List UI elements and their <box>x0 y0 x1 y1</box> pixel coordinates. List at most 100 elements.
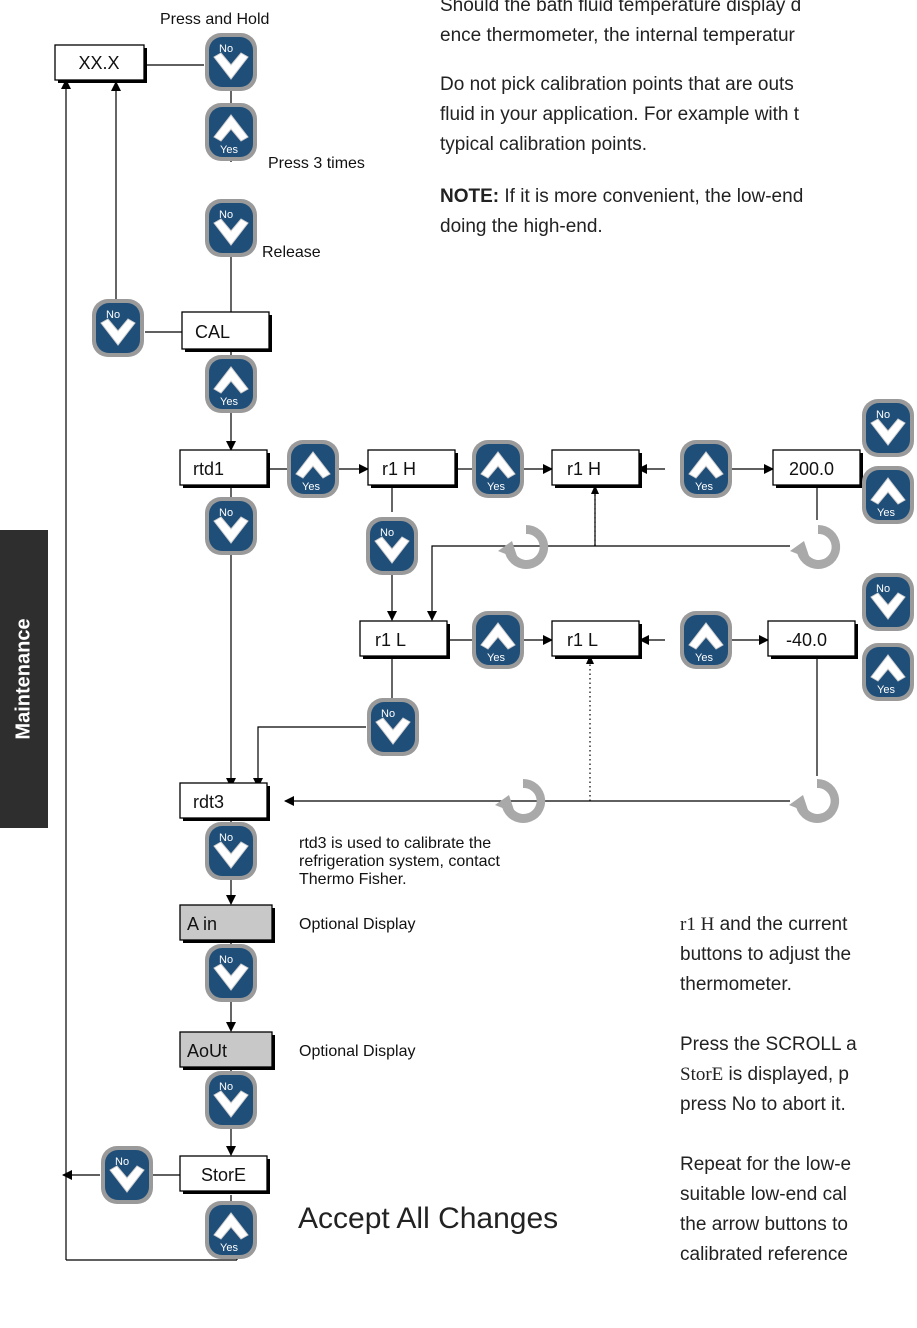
paragraph-2-line-2: fluid in your application. For example w… <box>440 104 800 125</box>
display-aout-label: AoUt <box>187 1041 227 1061</box>
no-button-label: No <box>876 409 890 421</box>
yes-button[interactable]: Yes <box>862 466 914 524</box>
no-button[interactable]: No <box>862 399 914 457</box>
no-button[interactable]: No <box>366 517 418 575</box>
chevron-down-icon <box>213 218 249 246</box>
note-line-2: doing the high-end. <box>440 216 603 237</box>
note-text-1: If it is more convenient, the low-end <box>499 186 804 207</box>
display-xxx: XX.X <box>54 44 147 83</box>
yes-button[interactable]: Yes <box>862 643 914 701</box>
chevron-down-icon <box>374 536 410 564</box>
no-button-label: No <box>219 209 233 221</box>
yes-button-label: Yes <box>695 481 713 493</box>
yes-button[interactable]: Yes <box>205 1201 257 1259</box>
paragraph-5-line-1: Repeat for the low-e <box>680 1154 852 1175</box>
no-button-label: No <box>876 583 890 595</box>
paragraph-3-text: and the current <box>714 914 848 935</box>
scroll-icon <box>498 524 549 569</box>
display-value-low-label: -40.0 <box>786 630 827 650</box>
yes-button-label: Yes <box>220 1242 238 1254</box>
display-ain-label: A in <box>187 914 217 934</box>
accept-all-changes-label: Accept All Changes <box>298 1202 558 1235</box>
no-button[interactable]: No <box>92 299 144 357</box>
scroll-icon <box>790 524 841 569</box>
yes-button-label: Yes <box>487 652 505 664</box>
side-tab: Maintenance <box>0 530 48 828</box>
no-button[interactable]: No <box>367 698 419 756</box>
no-button[interactable]: No <box>205 497 257 555</box>
no-button-label: No <box>115 1156 129 1168</box>
press-3-times-label: Press 3 times <box>268 155 365 172</box>
no-button[interactable]: No <box>205 944 257 1002</box>
yes-button-label: Yes <box>220 144 238 156</box>
chevron-up-icon <box>688 451 724 479</box>
chevron-up-icon <box>480 622 516 650</box>
no-button[interactable]: No <box>205 199 257 257</box>
yes-button[interactable]: Yes <box>205 355 257 413</box>
chevron-down-icon <box>213 52 249 80</box>
yes-button[interactable]: Yes <box>680 440 732 498</box>
yes-button[interactable]: Yes <box>287 440 339 498</box>
paragraph-2-line-1: Do not pick calibration points that are … <box>440 74 794 95</box>
paragraph-1-line-1: Should the bath fluid temperature displa… <box>440 0 802 16</box>
yes-button-label: Yes <box>220 396 238 408</box>
display-r1h-select: r1 H <box>367 449 458 488</box>
chevron-up-icon <box>213 366 249 394</box>
no-button-label: No <box>106 309 120 321</box>
rtd3-note-line-2: refrigeration system, contact <box>299 853 501 870</box>
display-r1h-select-label: r1 H <box>382 459 416 479</box>
yes-button[interactable]: Yes <box>680 611 732 669</box>
display-value-low: -40.0 <box>767 620 858 659</box>
display-cal-label: CAL <box>195 322 230 342</box>
yes-button-label: Yes <box>695 652 713 664</box>
press-and-hold-label: Press and Hold <box>160 11 269 28</box>
no-button-label: No <box>219 1081 233 1093</box>
chevron-down-icon <box>213 963 249 991</box>
display-aout: AoUt <box>179 1031 275 1070</box>
no-button[interactable]: No <box>101 1146 153 1204</box>
no-button[interactable]: No <box>205 1071 257 1129</box>
no-button-label: No <box>219 954 233 966</box>
r1h-term: r1 H <box>680 914 715 935</box>
note-label: NOTE: <box>440 186 500 207</box>
optional-display-label-1: Optional Display <box>299 916 416 933</box>
paragraph-2-line-3: typical calibration points. <box>440 134 647 155</box>
paragraph-5-line-2: suitable low-end cal <box>680 1184 847 1205</box>
chevron-down-icon <box>213 516 249 544</box>
no-button[interactable]: No <box>862 573 914 631</box>
chevron-up-icon <box>870 654 906 682</box>
paragraph-4-line-2: StorE is displayed, p <box>680 1060 849 1090</box>
scroll-icon <box>789 778 840 823</box>
display-rtd1-label: rtd1 <box>193 459 224 479</box>
chevron-down-icon <box>870 592 906 620</box>
yes-button[interactable]: Yes <box>205 103 257 161</box>
paragraph-3-line-2: buttons to adjust the <box>680 944 852 965</box>
chevron-up-icon <box>213 1212 249 1240</box>
paragraph-5-line-4: calibrated reference <box>680 1244 848 1265</box>
store-term: StorE <box>680 1064 724 1085</box>
paragraph-4-line-1: Press the SCROLL a <box>680 1034 857 1055</box>
chevron-down-icon <box>100 318 136 346</box>
yes-button-label: Yes <box>877 507 895 519</box>
display-r1l-select-label: r1 L <box>375 630 406 650</box>
chevron-up-icon <box>295 451 331 479</box>
yes-button-label: Yes <box>877 684 895 696</box>
paragraph-4-line-3: press No to abort it. <box>680 1094 846 1115</box>
yes-button[interactable]: Yes <box>472 440 524 498</box>
chevron-down-icon <box>870 418 906 446</box>
release-label: Release <box>262 244 321 261</box>
chevron-down-icon <box>213 841 249 869</box>
display-value-high: 200.0 <box>772 449 863 488</box>
paragraph-3-line-3: thermometer. <box>680 974 792 995</box>
yes-button[interactable]: Yes <box>472 611 524 669</box>
no-button[interactable]: No <box>205 822 257 880</box>
display-store-label: StorE <box>201 1165 246 1185</box>
no-button-label: No <box>219 832 233 844</box>
no-button[interactable]: No <box>205 33 257 91</box>
rtd3-note-line-1: rtd3 is used to calibrate the <box>299 835 491 852</box>
yes-button-label: Yes <box>487 481 505 493</box>
no-button-label: No <box>219 507 233 519</box>
paragraph-5-line-3: the arrow buttons to <box>680 1214 848 1235</box>
chevron-up-icon <box>480 451 516 479</box>
